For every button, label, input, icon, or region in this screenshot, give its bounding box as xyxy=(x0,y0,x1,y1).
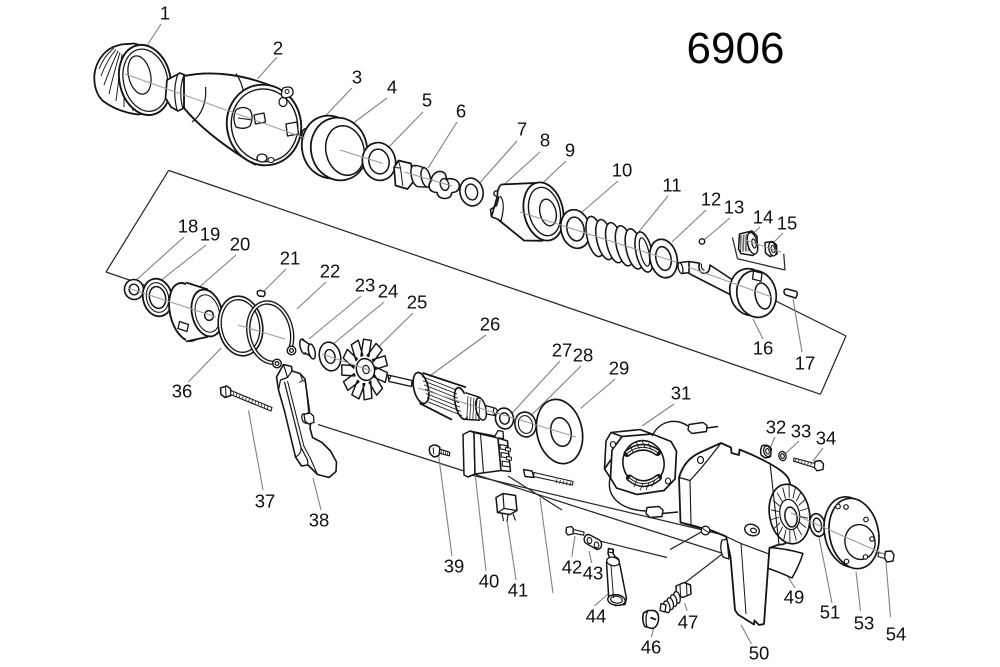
svg-text:34: 34 xyxy=(816,427,837,448)
svg-text:17: 17 xyxy=(795,352,816,373)
svg-text:40: 40 xyxy=(479,570,500,591)
svg-text:49: 49 xyxy=(784,586,805,607)
svg-text:22: 22 xyxy=(320,260,341,281)
svg-text:37: 37 xyxy=(255,490,276,511)
svg-text:32: 32 xyxy=(766,416,787,437)
svg-text:13: 13 xyxy=(724,196,745,217)
svg-text:28: 28 xyxy=(573,344,594,365)
svg-text:18: 18 xyxy=(178,215,199,236)
svg-text:29: 29 xyxy=(609,357,630,378)
svg-text:9: 9 xyxy=(565,139,575,160)
svg-text:19: 19 xyxy=(200,223,221,244)
svg-text:53: 53 xyxy=(854,612,875,633)
svg-text:8: 8 xyxy=(540,129,550,150)
svg-text:25: 25 xyxy=(407,291,428,312)
svg-text:54: 54 xyxy=(886,623,907,644)
svg-text:41: 41 xyxy=(508,579,529,600)
svg-text:31: 31 xyxy=(671,382,692,403)
svg-text:51: 51 xyxy=(820,601,841,622)
svg-text:15: 15 xyxy=(777,212,798,233)
svg-text:2: 2 xyxy=(273,37,283,58)
svg-text:33: 33 xyxy=(791,420,812,441)
svg-text:27: 27 xyxy=(552,339,573,360)
svg-text:5: 5 xyxy=(422,89,432,110)
svg-text:47: 47 xyxy=(678,611,699,632)
svg-text:14: 14 xyxy=(753,206,774,227)
svg-text:7: 7 xyxy=(517,118,527,139)
svg-text:23: 23 xyxy=(355,274,376,295)
svg-text:43: 43 xyxy=(583,562,604,583)
svg-text:42: 42 xyxy=(562,556,583,577)
svg-text:10: 10 xyxy=(612,159,633,180)
svg-text:21: 21 xyxy=(280,247,301,268)
svg-text:38: 38 xyxy=(309,509,330,530)
svg-text:20: 20 xyxy=(230,233,251,254)
svg-text:12: 12 xyxy=(701,188,722,209)
svg-text:44: 44 xyxy=(586,605,607,626)
svg-text:39: 39 xyxy=(444,555,465,576)
svg-text:3: 3 xyxy=(352,66,362,87)
svg-text:50: 50 xyxy=(749,642,770,663)
svg-text:6906: 6906 xyxy=(687,24,785,73)
svg-text:11: 11 xyxy=(662,174,681,195)
svg-text:1: 1 xyxy=(160,2,170,23)
svg-text:4: 4 xyxy=(387,76,397,97)
svg-text:6: 6 xyxy=(456,100,466,121)
svg-text:24: 24 xyxy=(378,280,399,301)
svg-text:36: 36 xyxy=(172,380,193,401)
svg-text:16: 16 xyxy=(753,337,774,358)
svg-text:26: 26 xyxy=(480,313,501,334)
svg-text:46: 46 xyxy=(641,636,662,657)
